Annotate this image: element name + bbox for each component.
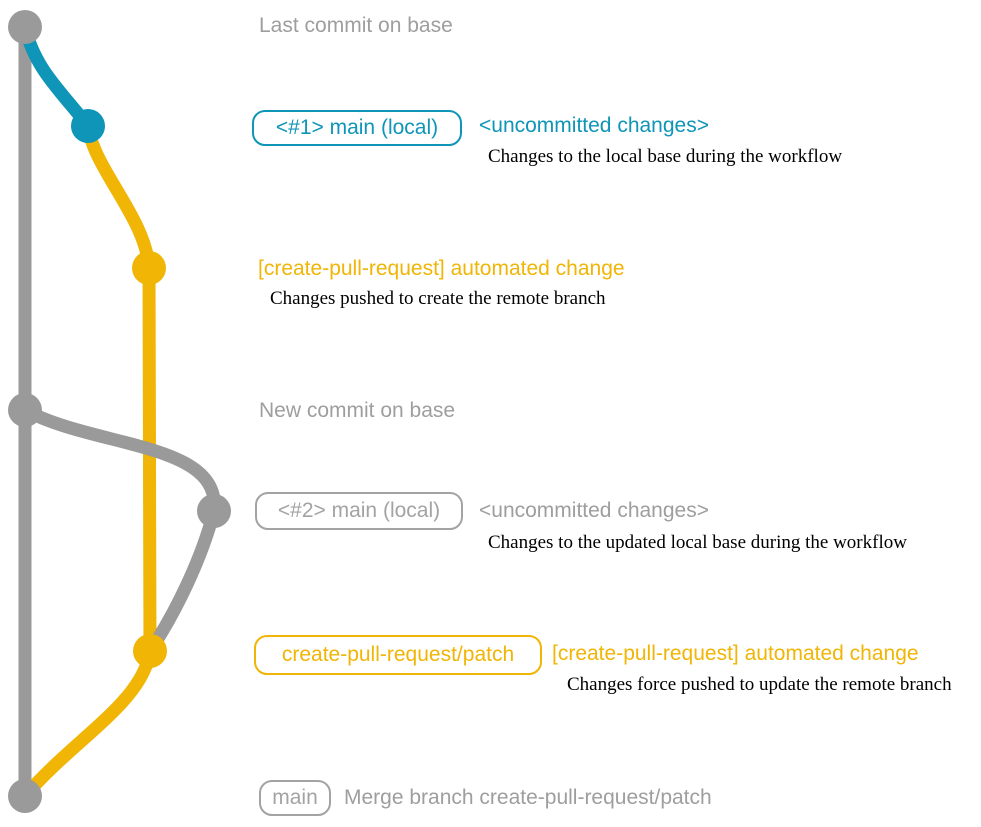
updated-local-main-curve <box>18 403 221 518</box>
commit-title-uncommitted-changes-2: <uncommitted changes> <box>479 499 709 522</box>
commit-node-last-base <box>8 10 42 44</box>
patch-branch-curve-top <box>81 119 156 275</box>
commit-node-merge <box>8 779 42 813</box>
commit-title-automated-change-2: [create-pull-request] automated change <box>552 642 919 665</box>
branch-badge-main-local-2: <#2> main (local) <box>255 492 463 530</box>
branch-badge-main-local-2-label: <#2> main (local) <box>277 499 441 522</box>
commit-node-automated-change-1 <box>132 251 166 285</box>
commit-note-local-base-changes: Changes to the local base during the wor… <box>488 146 843 167</box>
patch-branch-line <box>142 261 157 658</box>
commit-title-uncommitted-changes-1: <uncommitted changes> <box>479 114 709 137</box>
merge-curve <box>18 644 157 803</box>
commit-note-pushed-to-create: Changes pushed to create the remote bran… <box>270 288 606 309</box>
annotation-last-commit-on-base: Last commit on base <box>259 14 453 37</box>
local-main-branch-line <box>18 20 95 133</box>
commit-node-automated-change-2 <box>133 634 167 668</box>
commit-title-merge-branch: Merge branch create-pull-request/patch <box>344 786 712 809</box>
annotation-new-commit-on-base: New commit on base <box>259 399 456 422</box>
force-push-curve <box>143 504 221 658</box>
branch-badge-main-local-1-label: <#1> main (local) <box>275 116 439 139</box>
commit-note-updated-local-base-changes: Changes to the updated local base during… <box>488 532 907 553</box>
commit-node-new-base <box>8 393 42 427</box>
branch-badge-create-pull-request-patch-label: create-pull-request/patch <box>281 643 515 666</box>
branch-badge-create-pull-request-patch: create-pull-request/patch <box>254 635 542 675</box>
commit-node-local-main-1 <box>71 109 105 143</box>
commit-note-force-pushed-update: Changes force pushed to update the remot… <box>567 674 952 695</box>
branch-badge-main-label: main <box>272 786 318 809</box>
branch-badge-main-local-1: <#1> main (local) <box>252 110 462 146</box>
commit-title-automated-change-1: [create-pull-request] automated change <box>258 257 625 280</box>
commit-node-local-main-2 <box>197 494 231 528</box>
branch-badge-main: main <box>259 780 331 816</box>
